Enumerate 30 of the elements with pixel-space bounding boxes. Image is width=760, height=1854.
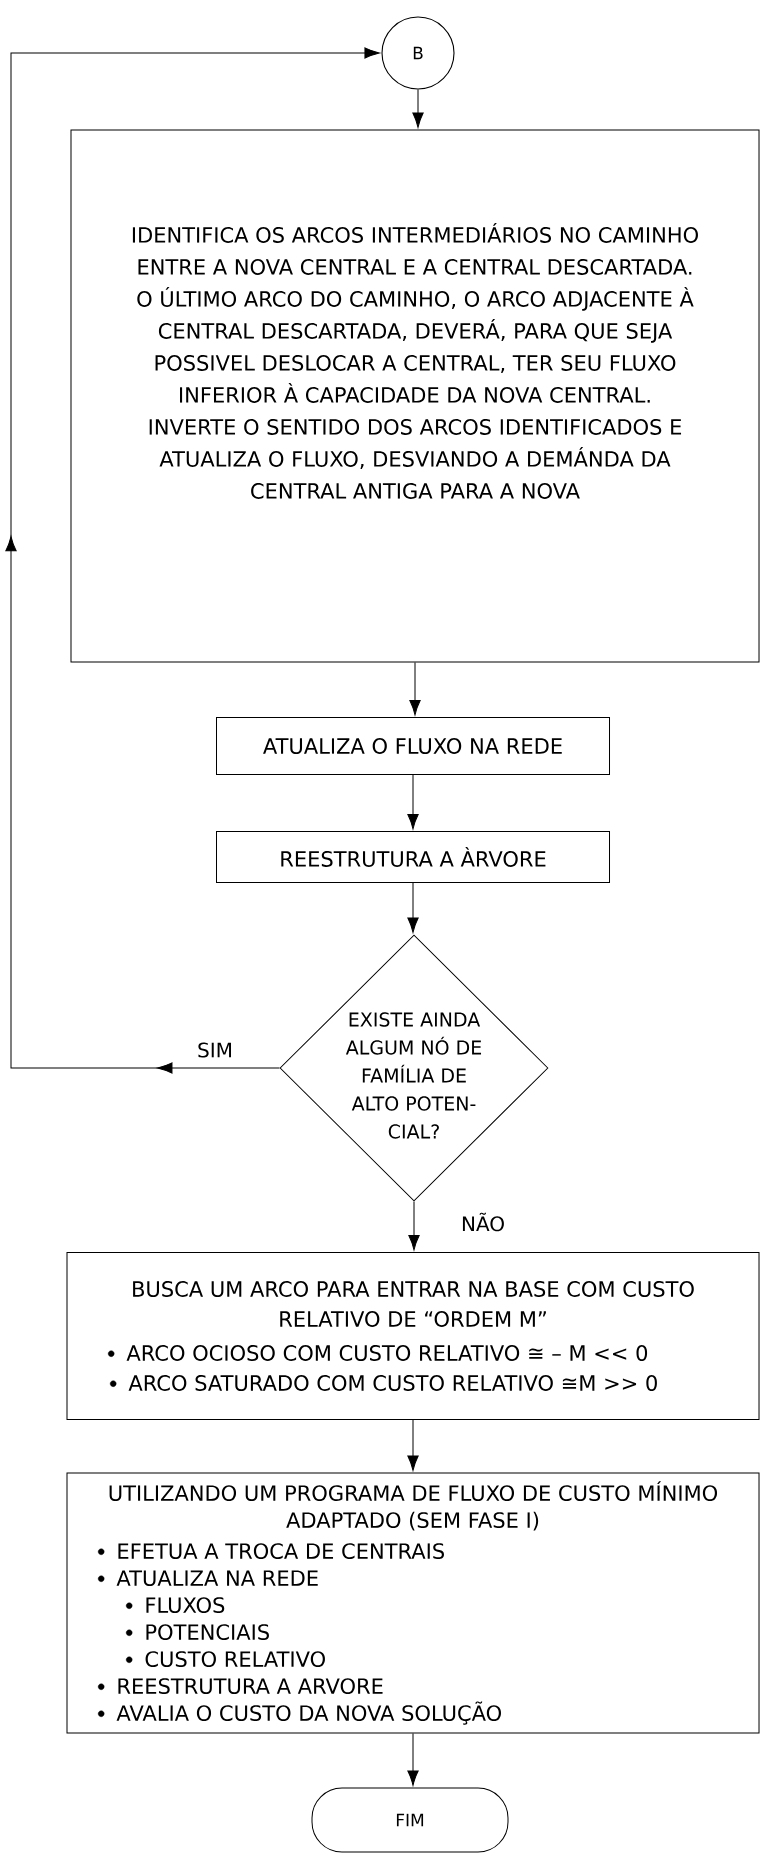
list-item: REESTRUTURA A ARVORE — [118, 1678, 383, 1695]
list-item: CUSTO RELATIVO — [145, 1651, 325, 1668]
arrow — [408, 1201, 420, 1251]
box-text: INVERTE O SENTIDO DOS ARCOS IDENTIFICADOS E ATUALIZA O FLUXO, DESVIANDO A DEMÁNDA DA CENTRAL ANTIGA PARA A NOVA — [149, 419, 682, 499]
arrow — [407, 1733, 419, 1786]
box-text: IDENTIFICA OS ARCOS INTERMEDIÁRIOS NO CAMINHO ENTRE A NOVA CENTRAL E A CENTRAL DESCARTADA. — [132, 223, 698, 275]
arrow — [409, 662, 421, 716]
edge-label: SIM — [195, 1040, 235, 1060]
process-box: REESTRUTURA A ÀRVORE — [216, 831, 610, 883]
edge-label: NÃO — [459, 1210, 507, 1234]
list-item: FLUXOS — [146, 1597, 225, 1614]
arrow — [407, 1419, 419, 1471]
box-text: BUSCA UM ARCO PARA ENTRAR NA BASE COM CUSTO RELATIVO DE “ORDEM M” — [133, 1281, 694, 1327]
arrow — [412, 89, 424, 128]
list-item: ATUALIZA NA REDE — [116, 1570, 318, 1587]
box-text: UTILIZANDO UM PROGRAMA DE FLUXO DE CUSTO MÍNIMO ADAPTADO (SEM FASE I) — [109, 1481, 718, 1531]
list-item: ARCO OCIOSO COM CUSTO RELATIVO ≅ – M << 0 — [126, 1345, 648, 1361]
arrow — [407, 882, 419, 933]
terminal-box: FIM — [311, 1787, 509, 1853]
box-text: O ÚLTIMO ARCO DO CAMINHO, O ARCO ADJACENTE À CENTRAL DESCARTADA, DEVERÁ, PARA QUE SEJA POSSIVEL DESLOCAR A CENTRAL, TER SEU FLUXO INFERIOR À CAPACIDADE DA NOVA CENTRAL. — [137, 287, 694, 403]
process-box — [70, 129, 760, 663]
process-box: ATUALIZA O FLUXO NA REDE — [216, 717, 610, 775]
list-item: ARCO SATURADO COM CUSTO RELATIVO ≅M >> 0 — [128, 1375, 657, 1391]
list-item: EFETUA A TROCA DE CENTRAIS — [118, 1543, 444, 1560]
process-box — [66, 1472, 760, 1734]
arrow — [407, 774, 419, 830]
process-box — [66, 1252, 760, 1420]
list-item: AVALIA O CUSTO DA NOVA SOLUÇÃO — [116, 1701, 501, 1725]
arrow — [5, 47, 380, 1074]
list-item: POTENCIAIS — [146, 1624, 269, 1641]
